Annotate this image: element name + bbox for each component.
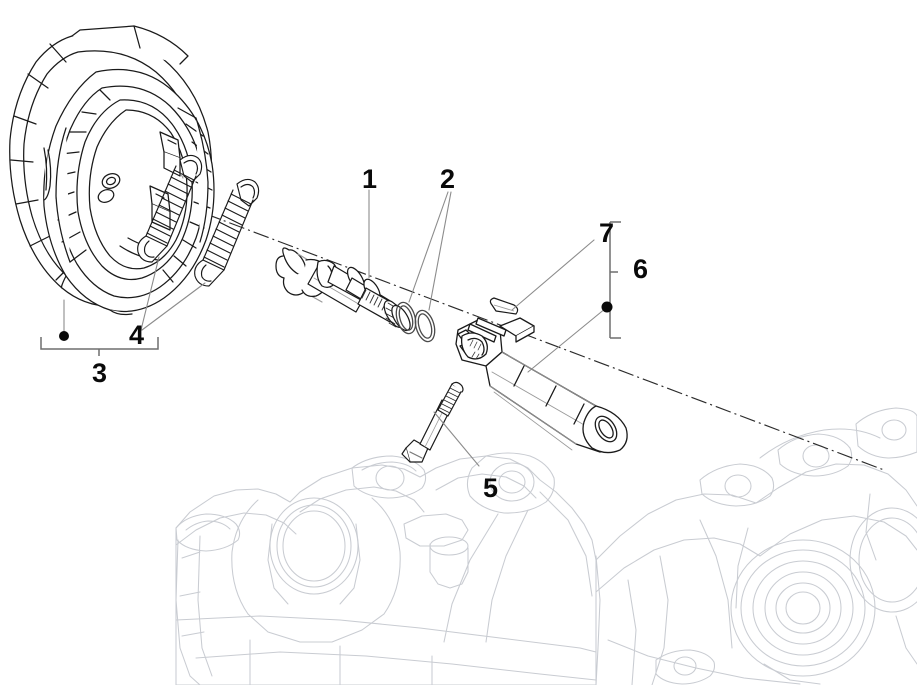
return-spring-lower <box>194 178 260 287</box>
washer-first <box>395 301 417 335</box>
leader-lines <box>63 189 607 467</box>
leader-line-7 <box>511 239 595 311</box>
leader-line-2a <box>408 191 449 303</box>
leader-line-5 <box>433 411 480 467</box>
leader-line-4a <box>140 256 160 331</box>
brake-shoe-set <box>9 25 215 316</box>
callout-label-3: 3 <box>92 358 108 388</box>
callout-dot-markers <box>59 301 613 341</box>
brake-cam-shaft <box>275 247 411 332</box>
clamp-bolt <box>401 381 464 463</box>
callout-label-2: 2 <box>440 164 456 194</box>
callout-label-4: 4 <box>129 320 145 350</box>
wear-indicator-pin <box>489 297 519 315</box>
callout-label-1: 1 <box>362 164 378 194</box>
callout-label-7: 7 <box>599 218 615 248</box>
callout-label-5: 5 <box>483 473 499 503</box>
washer-second <box>414 309 436 343</box>
leader-line-4b <box>141 282 206 331</box>
dot-marker-3 <box>59 331 69 341</box>
brake-lever-arm <box>455 317 628 454</box>
background-engine-case-ghost <box>175 407 917 685</box>
return-spring-upper <box>137 154 203 263</box>
dot-marker-6 <box>601 301 613 313</box>
callout-label-6: 6 <box>633 254 649 284</box>
leader-line-2b <box>428 191 452 311</box>
callout-brackets <box>40 221 621 356</box>
bracket-6 <box>609 221 621 339</box>
leader-line-6 <box>527 307 607 373</box>
